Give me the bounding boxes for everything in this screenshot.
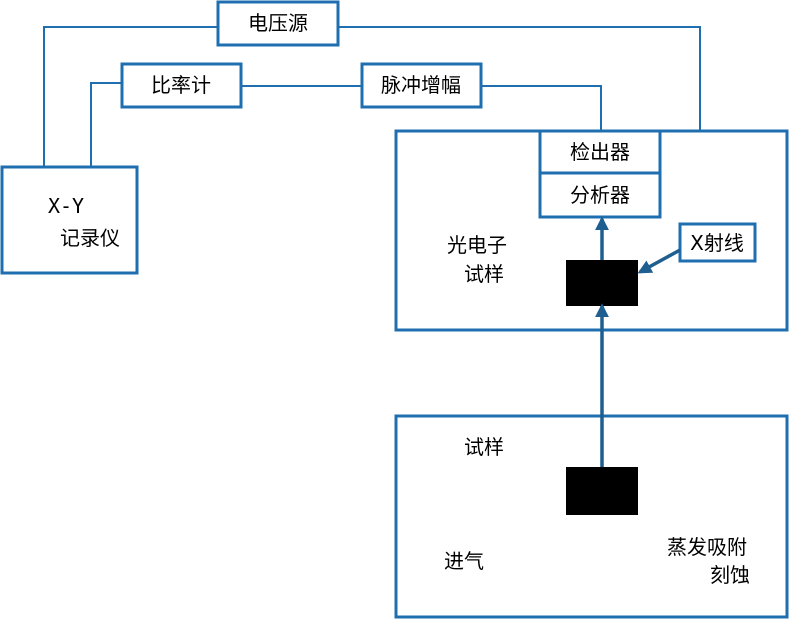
ratio-meter-box [120, 62, 243, 109]
detector-label: 检出器 [570, 140, 630, 164]
evaporation-label-line2: 刻蚀 [710, 563, 750, 587]
prep-sample-block [566, 467, 638, 515]
photoelectron-label-line2: 试样 [464, 262, 504, 286]
wire-pulse-amplifier-to-detector [481, 85, 602, 131]
voltage-source-label: 电压源 [248, 11, 308, 35]
xray-label: X射线 [690, 231, 744, 255]
ratio-meter-label: 比率计 [151, 73, 211, 97]
recorder-label-line2: 记录仪 [60, 226, 120, 250]
sample-label: 试样 [464, 435, 504, 459]
recorder-label-line1: X-Y [48, 194, 84, 218]
sample-prep-chamber-box [394, 414, 789, 619]
voltage-source-box [216, 0, 340, 47]
pulse-amplifier-label: 脉冲增幅 [381, 73, 461, 97]
wire-recorder-to-ratio-meter [90, 82, 122, 167]
recorder-box [0, 165, 139, 275]
evaporation-label-line1: 蒸发吸附 [667, 535, 747, 559]
gas-inlet-label: 进气 [444, 549, 484, 573]
analyzer-label: 分析器 [570, 183, 630, 207]
wire-recorder-to-voltage-source [43, 26, 218, 167]
pulse-amplifier-box [360, 62, 483, 109]
xray-box [678, 222, 757, 263]
photoelectron-label-line1: 光电子 [447, 233, 507, 257]
arrow-xray-to-sample [637, 248, 681, 274]
photoelectron-sample-block [566, 260, 638, 306]
